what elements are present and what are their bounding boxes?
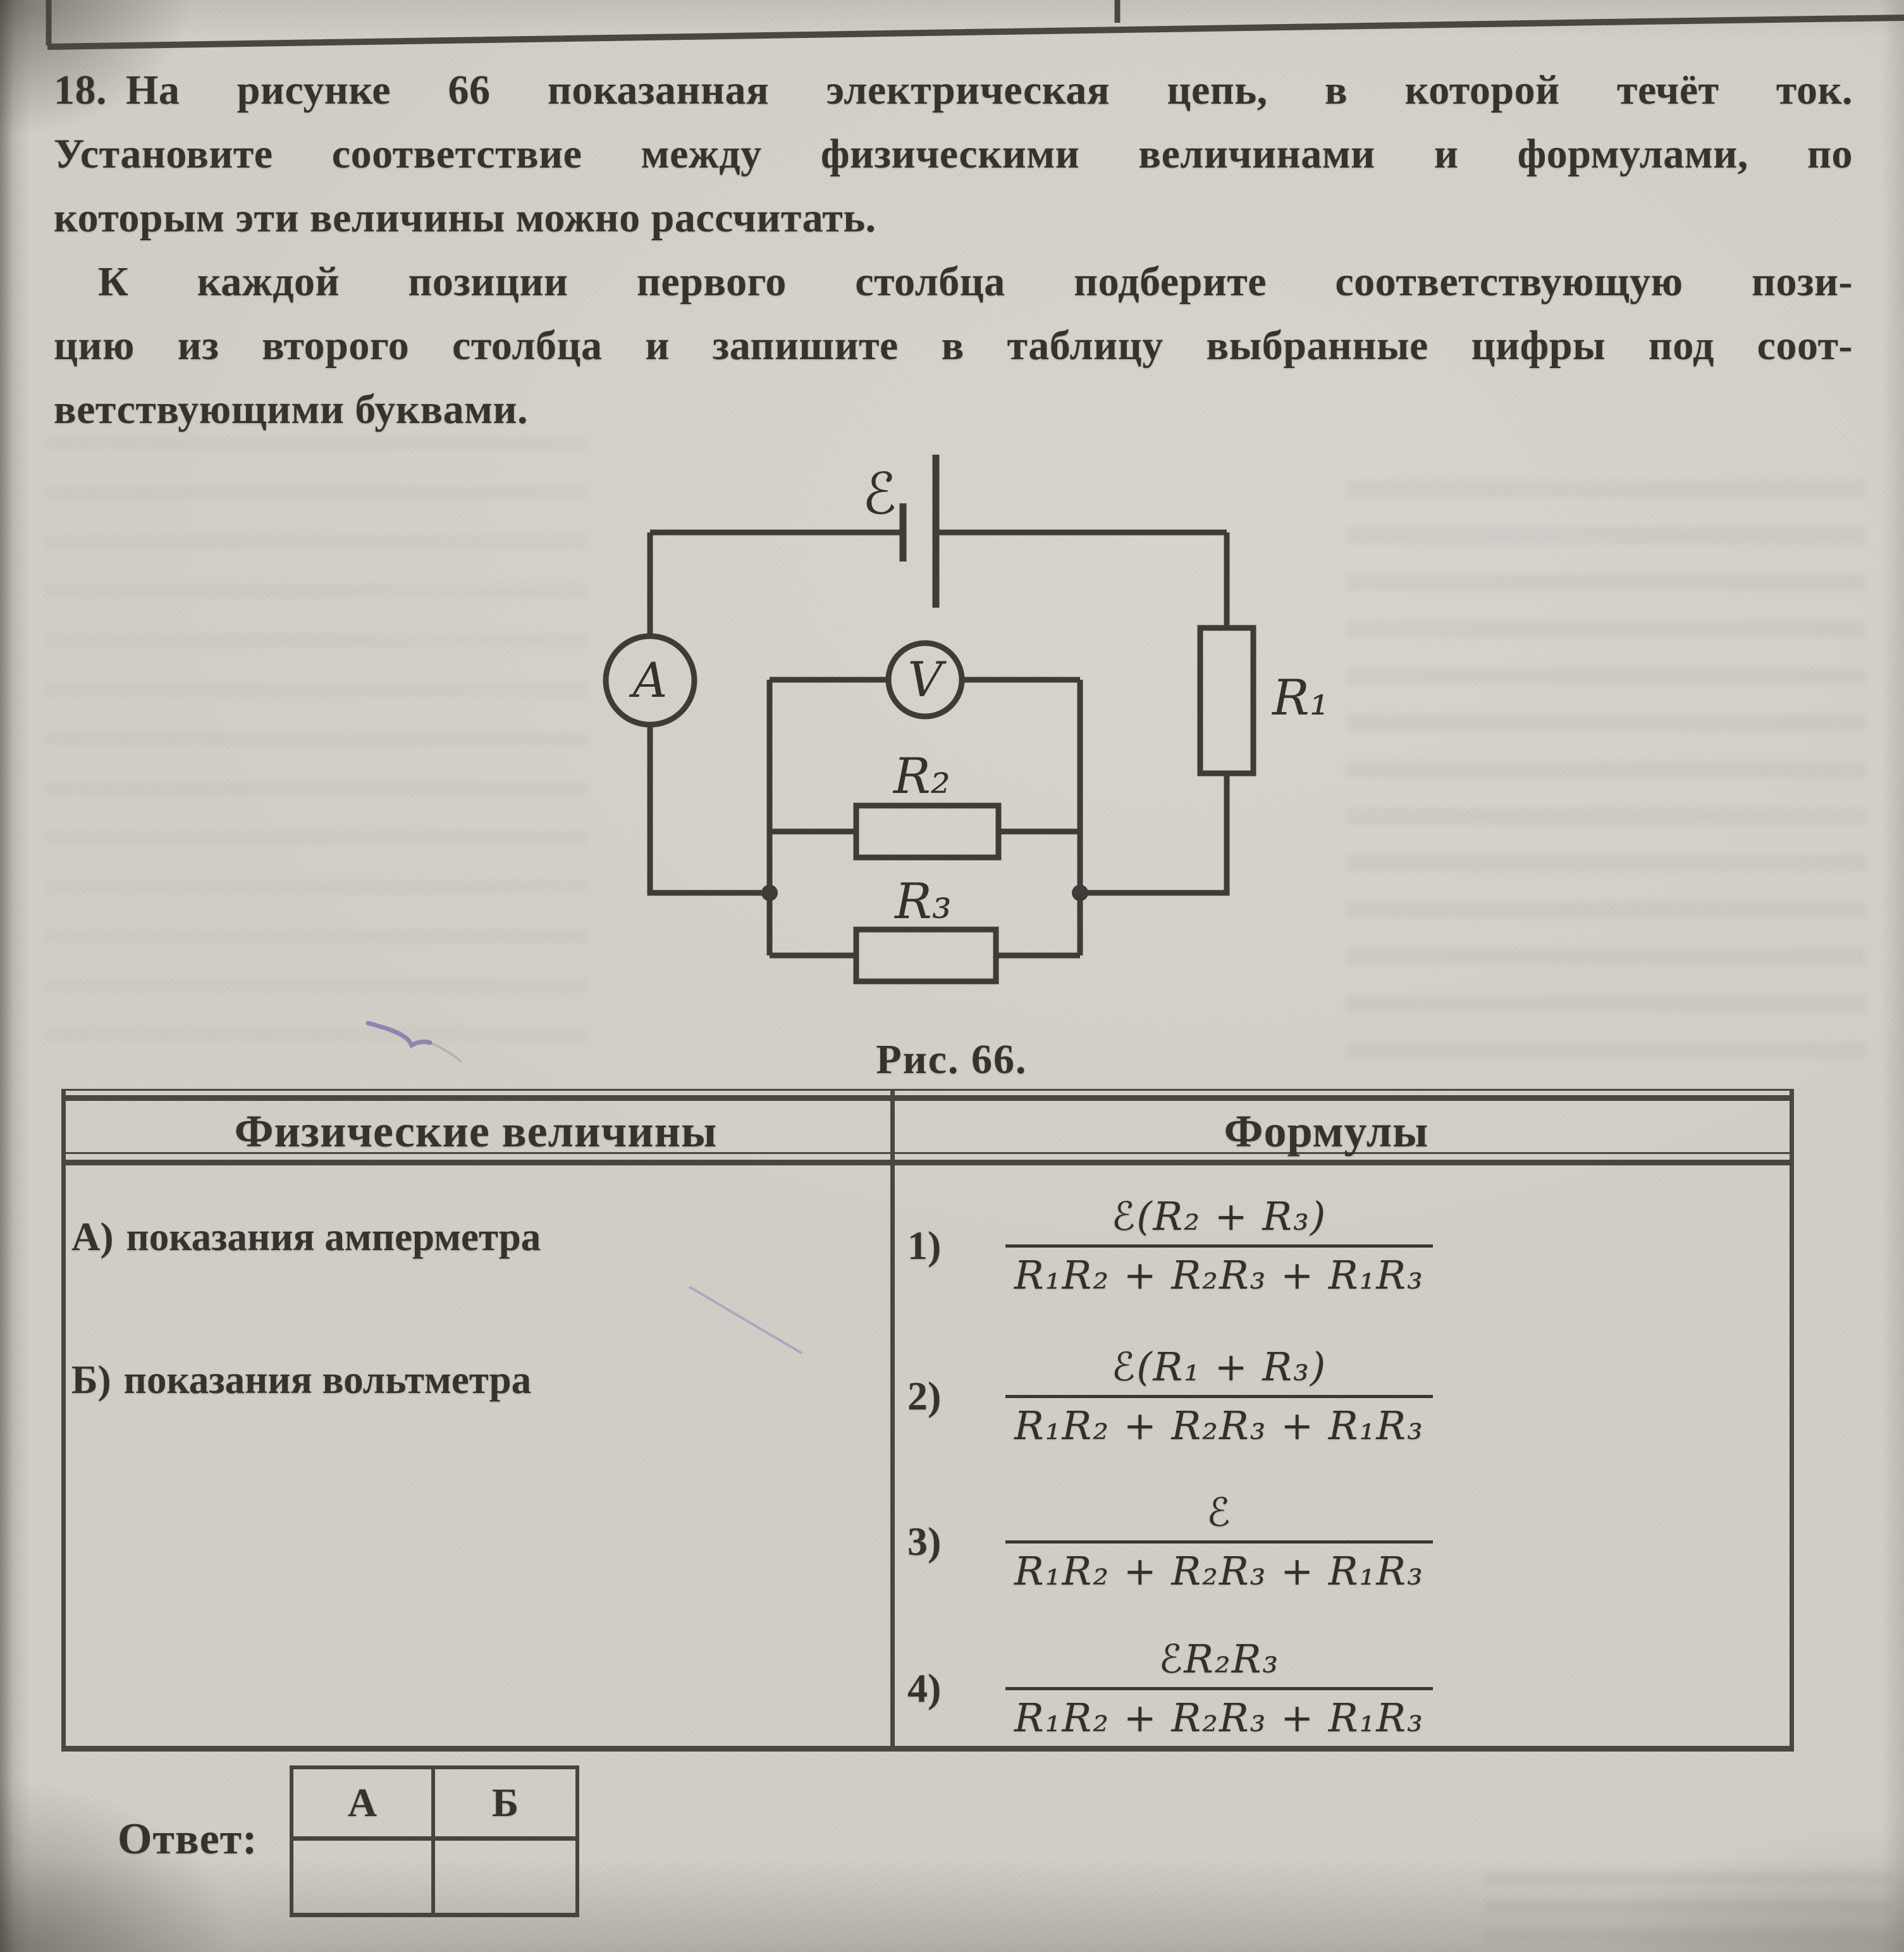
table-border — [61, 1089, 1794, 1091]
answer-label: Ответ: — [118, 1815, 258, 1863]
fraction-bar — [1005, 1394, 1433, 1398]
table-border — [61, 1152, 1794, 1154]
formula-number: 1) — [907, 1223, 942, 1268]
quantity-letter: А) — [71, 1215, 114, 1259]
problem-line: цию из второго столбца и запишите в табл… — [54, 322, 1853, 369]
answer-cell-b — [435, 1841, 575, 1908]
quantity-row-a: А) показания амперметра — [71, 1214, 881, 1260]
formula-fraction: ℰ R₁R₂ + R₂R₃ + R₁R₃ — [1005, 1489, 1433, 1595]
formula-numerator: ℰ(R₂ + R₃) — [1111, 1193, 1327, 1239]
formula-fraction: ℰ(R₂ + R₃) R₁R₂ + R₂R₃ + R₁R₃ — [1005, 1193, 1433, 1299]
table-header-underline — [61, 1160, 1794, 1165]
formula-fraction: ℰ(R₁ + R₃) R₁R₂ + R₂R₃ + R₁R₃ — [1005, 1344, 1433, 1449]
formula-row-4: 4) ℰR₂R₃ R₁R₂ + R₂R₃ + R₁R₃ — [907, 1628, 1780, 1748]
formula-denominator: R₁R₂ + R₂R₃ + R₁R₃ — [1014, 1694, 1424, 1741]
matching-table: Физические величины Формулы А) показания… — [61, 1089, 1794, 1752]
formula-row-2: 2) ℰ(R₁ + R₃) R₁R₂ + R₂R₃ + R₁R₃ — [907, 1336, 1780, 1456]
formula-number: 4) — [907, 1666, 942, 1710]
quantity-text: показания вольтметра — [123, 1358, 532, 1402]
problem-line: К каждой позиции первого столбца подбери… — [98, 259, 1853, 305]
formula-denominator: R₁R₂ + R₂R₃ + R₁R₃ — [1014, 1251, 1424, 1298]
fraction-bar — [1005, 1686, 1433, 1690]
table-border — [290, 1765, 293, 1917]
answer-column-divider — [431, 1765, 435, 1917]
problem-line: ветствующими буквами. — [54, 386, 529, 433]
formula-fraction: ℰR₂R₃ R₁R₂ + R₂R₃ + R₁R₃ — [1005, 1636, 1433, 1741]
answer-header-underline — [290, 1836, 579, 1841]
formula-numerator: ℰ(R₁ + R₃) — [1111, 1343, 1327, 1390]
answer-table: А Б — [290, 1765, 579, 1917]
problem-line-text: На рисунке 66 показанная электрическая ц… — [126, 67, 1853, 113]
quantity-letter: Б) — [71, 1358, 111, 1402]
formula-numerator: ℰ — [1207, 1489, 1232, 1535]
quantities-column-header: Физические величины — [234, 1106, 718, 1157]
problem-line: 18. На рисунке 66 показанная электрическа… — [54, 58, 1853, 122]
fraction-bar — [1005, 1244, 1433, 1248]
table-column-divider — [890, 1089, 895, 1752]
problem-line: Установите соответствие между физическим… — [54, 131, 1853, 177]
table-border — [1790, 1089, 1794, 1752]
formula-numerator: ℰR₂R₃ — [1158, 1635, 1280, 1682]
figure-caption: Рис. 66. — [876, 1036, 1028, 1083]
fraction-bar — [1005, 1540, 1433, 1544]
formula-number: 2) — [907, 1373, 942, 1418]
formula-row-1: 1) ℰ(R₂ + R₃) R₁R₂ + R₂R₃ + R₁R₃ — [907, 1186, 1780, 1306]
quantity-text: показания амперметра — [126, 1215, 541, 1259]
problem-line: которым эти величины можно рассчитать. — [54, 195, 876, 241]
formula-denominator: R₁R₂ + R₂R₃ + R₁R₃ — [1014, 1402, 1424, 1449]
quantity-row-b: Б) показания вольтметра — [71, 1357, 881, 1403]
answer-column-header-b: Б — [491, 1780, 519, 1825]
formulas-column-header: Формулы — [1224, 1106, 1429, 1157]
answer-column-header-a: А — [347, 1780, 378, 1825]
formula-number: 3) — [907, 1519, 942, 1564]
formula-denominator: R₁R₂ + R₂R₃ + R₁R₃ — [1014, 1547, 1424, 1594]
table-border — [575, 1765, 579, 1917]
formula-row-3: 3) ℰ R₁R₂ + R₂R₃ + R₁R₃ — [907, 1482, 1780, 1602]
table-border — [61, 1746, 1794, 1752]
problem-statement: 18. На рисунке 66 показанная электрическа… — [54, 58, 1853, 441]
answer-cell-a — [293, 1841, 431, 1908]
table-border — [61, 1095, 1794, 1101]
table-border — [61, 1089, 66, 1752]
problem-number: 18. — [54, 67, 107, 113]
